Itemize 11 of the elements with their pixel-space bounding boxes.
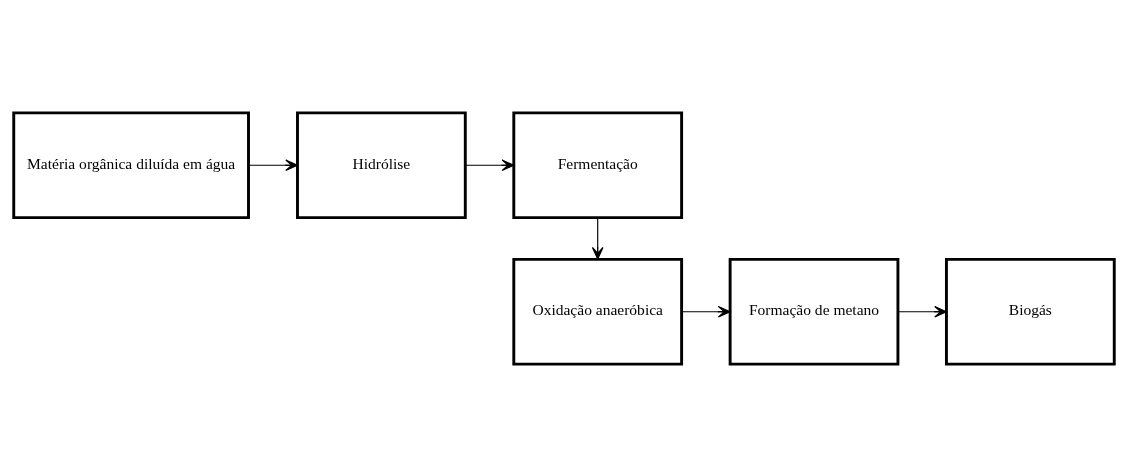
node-box: Oxidação anaeróbica bbox=[512, 257, 684, 366]
node-box: Fermentação bbox=[512, 110, 684, 219]
node-box: Hidrólise bbox=[296, 110, 467, 219]
node-box: Formação de metano bbox=[728, 257, 900, 366]
node-box: Biogás bbox=[945, 257, 1116, 366]
arrow bbox=[591, 216, 604, 260]
arrow bbox=[248, 158, 298, 171]
node-box: Matéria orgânica diluída em água bbox=[12, 110, 250, 219]
arrow bbox=[464, 158, 515, 171]
arrow bbox=[897, 305, 947, 318]
arrow bbox=[681, 305, 731, 318]
